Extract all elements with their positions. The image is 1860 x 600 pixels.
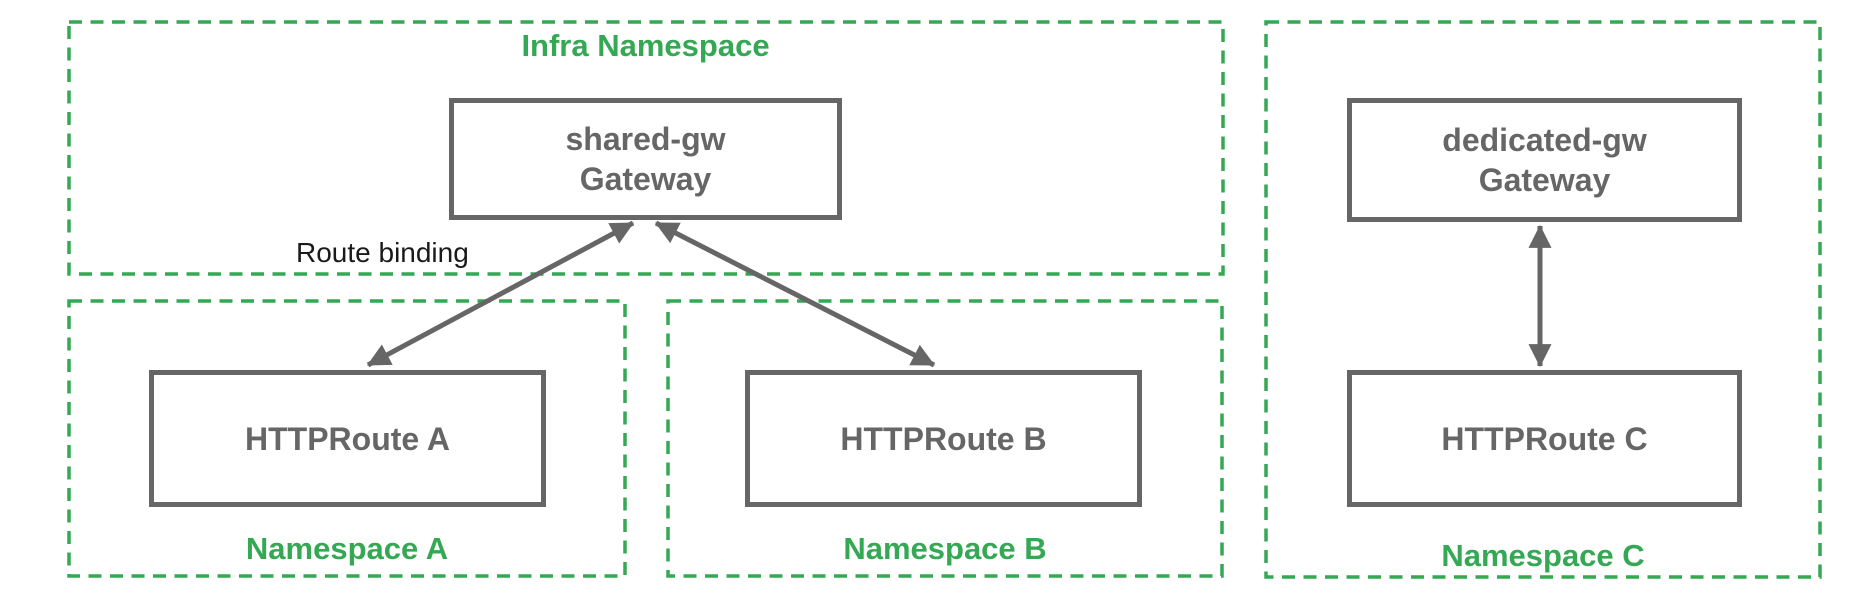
namespace-c-boundary [1264, 20, 1822, 579]
shared-gw-gateway-name: shared-gw [565, 121, 726, 157]
route-a-binding-arrow [366, 220, 635, 368]
route-binding-annotation: Route binding [296, 237, 469, 268]
namespace-b-boundary [666, 299, 1224, 578]
namespace-c-label: Namespace C [1441, 538, 1645, 573]
namespace-a-boundary [67, 299, 627, 578]
infra-namespace-label: Infra Namespace [521, 28, 770, 63]
httproute-c-node: HTTPRoute C [1347, 370, 1742, 507]
infra-namespace-boundary [67, 20, 1225, 276]
dedicated-gw-gateway-name: dedicated-gw [1442, 122, 1647, 158]
route-b-binding-arrow [654, 220, 936, 368]
dedicated-gw-gateway-node: dedicated-gw Gateway [1347, 98, 1742, 222]
dedicated-gw-gateway-kind: Gateway [1478, 162, 1611, 198]
httproute-b-label: HTTPRoute B [840, 420, 1047, 457]
httproute-a-label: HTTPRoute A [244, 420, 450, 457]
namespace-a-label: Namespace A [245, 531, 449, 566]
namespace-b-label: Namespace B [843, 531, 1047, 566]
httproute-a-node: HTTPRoute A [149, 370, 546, 507]
httproute-c-label: HTTPRoute C [1441, 420, 1648, 457]
shared-gw-gateway-node: shared-gw Gateway [449, 98, 842, 220]
shared-gw-gateway-kind: Gateway [579, 161, 712, 197]
httproute-b-node: HTTPRoute B [745, 370, 1142, 507]
